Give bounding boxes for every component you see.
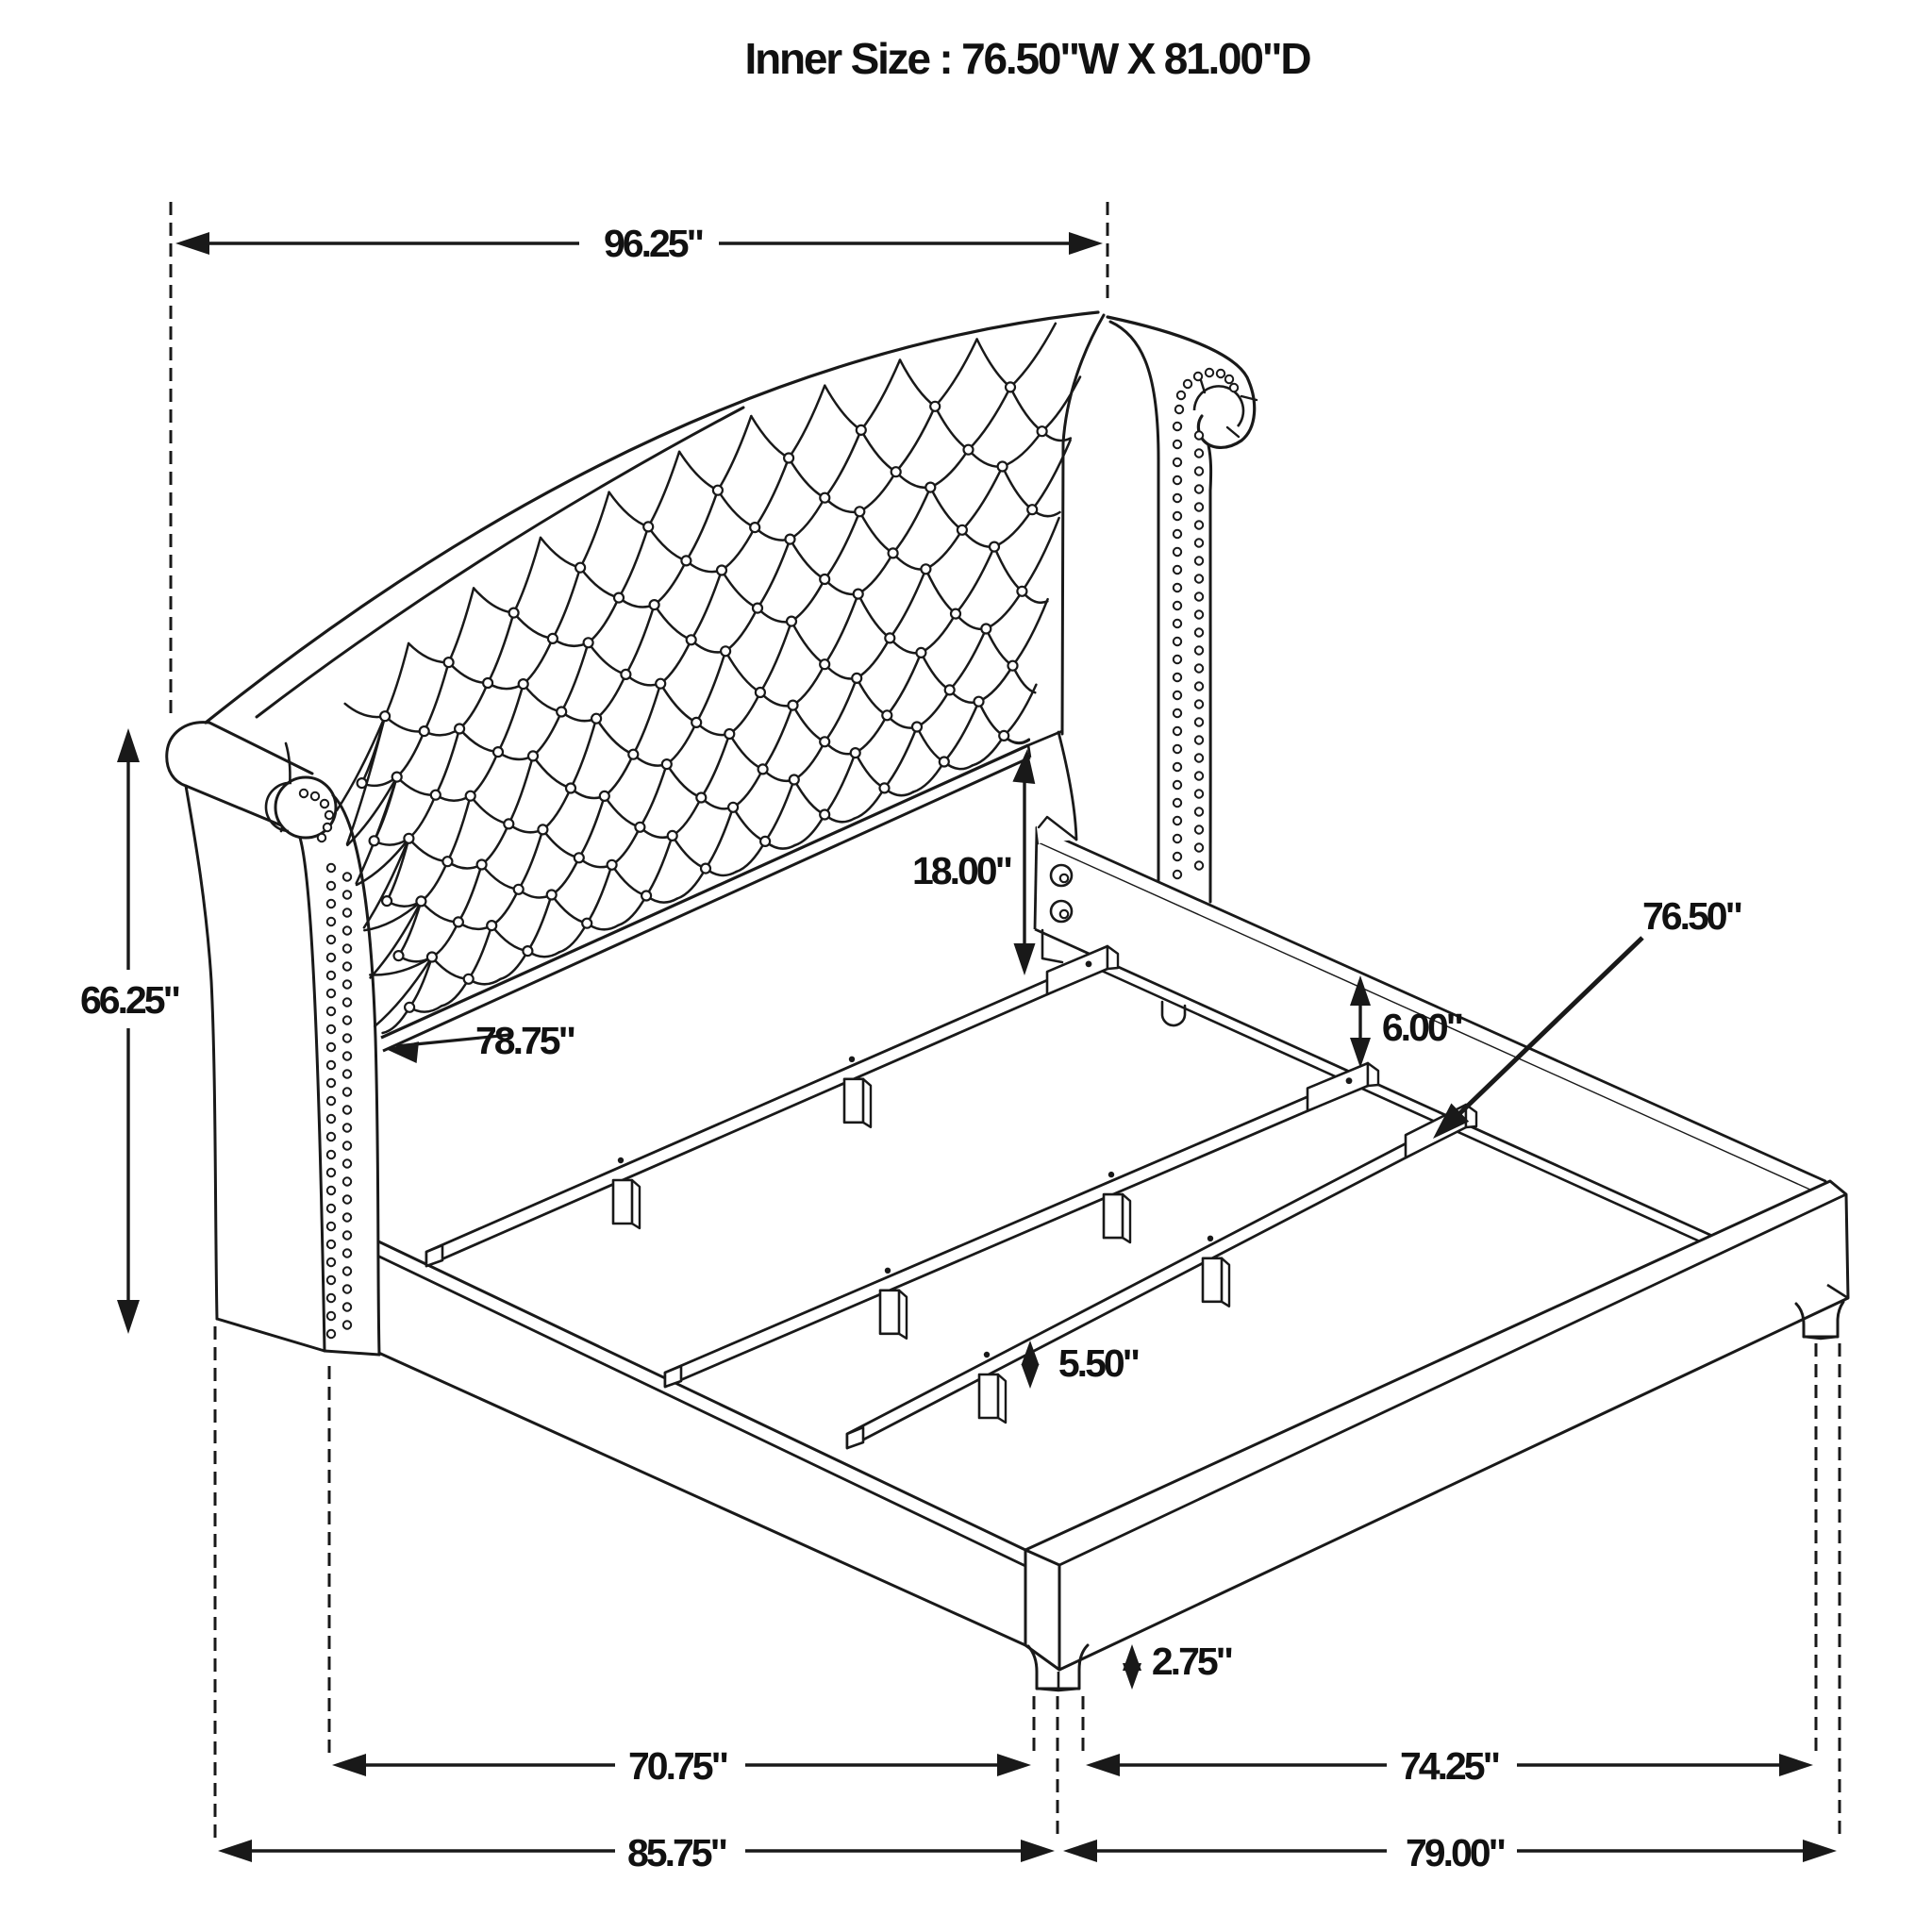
svg-text:96.25": 96.25" bbox=[604, 222, 703, 265]
svg-text:18.00": 18.00" bbox=[912, 849, 1011, 892]
svg-text:85.75": 85.75" bbox=[627, 1831, 726, 1874]
svg-text:70.75": 70.75" bbox=[628, 1744, 727, 1788]
svg-text:66.25": 66.25" bbox=[80, 978, 179, 1022]
svg-text:5.50": 5.50" bbox=[1058, 1341, 1139, 1385]
svg-text:78.75": 78.75" bbox=[475, 1019, 575, 1062]
svg-text:79.00": 79.00" bbox=[1406, 1831, 1505, 1874]
svg-text:2.75": 2.75" bbox=[1152, 1640, 1232, 1683]
svg-text:74.25": 74.25" bbox=[1400, 1744, 1499, 1788]
svg-text:6.00": 6.00" bbox=[1382, 1006, 1462, 1049]
svg-text:76.50": 76.50" bbox=[1642, 894, 1741, 938]
svg-text:Inner Size : 76.50"W X 81.00"D: Inner Size : 76.50"W X 81.00"D bbox=[745, 34, 1311, 83]
